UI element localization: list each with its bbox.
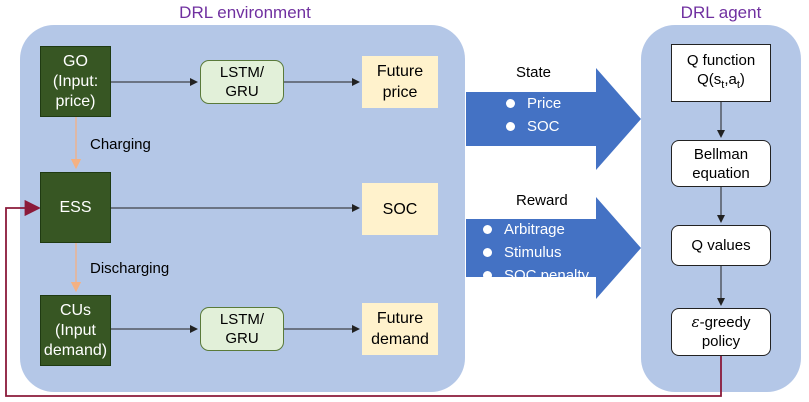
soc-box: SOC [362, 183, 438, 235]
state-item-price: Price [506, 92, 626, 115]
reward-arrow-shape [466, 197, 641, 299]
state-arrow-shape [466, 68, 641, 170]
cus-box: CUs (Input demand) [40, 295, 111, 366]
state-label: State [516, 64, 552, 81]
q-values-box: Q values [671, 225, 771, 266]
drl-environment-title: DRL environment [179, 3, 311, 22]
q-function-box: Q function Q(st,at) [671, 44, 771, 102]
discharging-label: Discharging [90, 260, 170, 277]
reward-item-stimulus: Stimulus [483, 241, 633, 264]
lstm-gru-top-box: LSTM/ GRU [200, 60, 284, 104]
epsilon-greedy-policy-box: ε-greedy policy [671, 308, 771, 356]
bellman-equation-box: Bellman equation [671, 140, 771, 187]
drl-agent-title: DRL agent [680, 3, 762, 22]
future-demand-box: Future demand [362, 303, 438, 355]
epsilon-greedy-line1: ε-greedy [691, 313, 751, 331]
ess-box: ESS [40, 172, 111, 243]
reward-label: Reward [516, 192, 568, 209]
go-box: GO (Input: price) [40, 46, 111, 117]
q-function-formula: Q(st,at) [697, 71, 745, 91]
reward-item-arbitrage: Arbitrage [483, 218, 633, 241]
q-function-title: Q function [686, 52, 756, 69]
lstm-gru-bottom-box: LSTM/ GRU [200, 307, 284, 351]
epsilon-greedy-line2: policy [701, 333, 741, 350]
state-item-soc: SOC [506, 115, 626, 138]
state-list: Price SOC [506, 92, 626, 138]
feedback-line [5, 199, 722, 397]
charging-label: Charging [90, 136, 151, 153]
reward-item-soc-penalty: SOC penalty [483, 264, 633, 287]
reward-list: Arbitrage Stimulus SOC penalty [483, 218, 633, 287]
future-price-box: Future price [362, 56, 438, 108]
